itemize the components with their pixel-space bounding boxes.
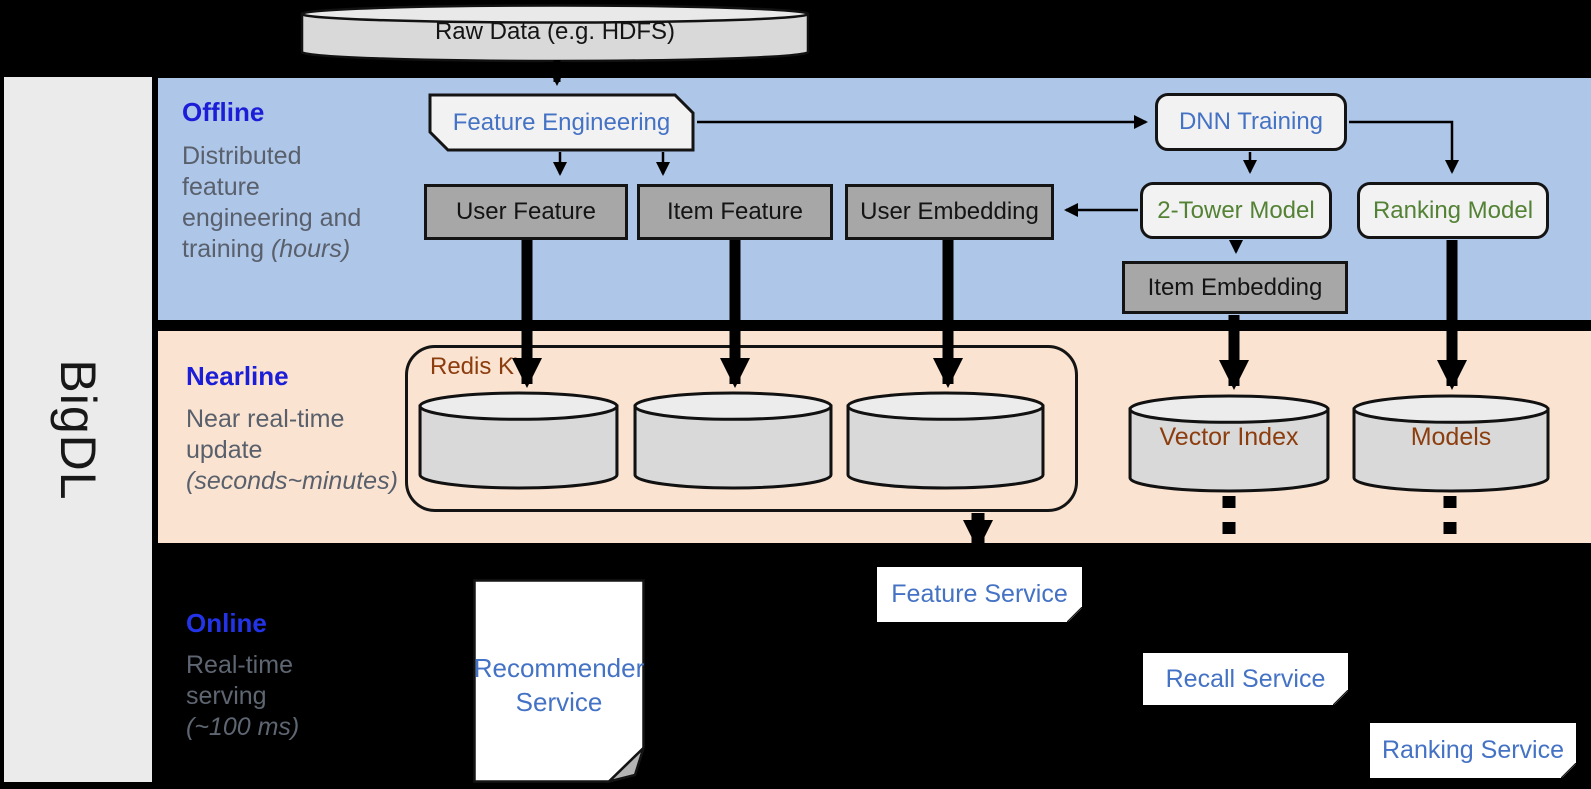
offline-desc-part-italic: (hours): [270, 235, 351, 263]
ranking-model-label: Ranking Model: [1372, 196, 1534, 224]
nearline-desc-line: update: [186, 436, 263, 464]
cylinder-shape: [846, 391, 1045, 490]
redis-cylinder-1: [417, 390, 620, 491]
dnn-training-label: DNN Training: [1178, 108, 1324, 135]
bigdl-side-bar: BigDL: [4, 77, 152, 782]
feature-service-label: Feature Service: [891, 580, 1068, 608]
cylinder-shape: [633, 391, 833, 490]
online-desc-line: serving: [186, 682, 267, 710]
offline-desc-line: feature: [182, 173, 260, 201]
item-feature-box: Item Feature: [637, 184, 833, 240]
user-embedding-box: User Embedding: [845, 184, 1054, 240]
cylinder-shape: [1128, 394, 1330, 493]
vector-index-label: Vector Index: [1159, 423, 1299, 452]
recall-service-label: Recall Service: [1165, 664, 1326, 693]
feature-service-box: Feature Service: [877, 567, 1082, 622]
user-embedding-label: User Embedding: [860, 198, 1039, 225]
online-lane-background: [158, 543, 1591, 789]
offline-desc-part: training: [182, 235, 271, 263]
recall-service-box: Recall Service: [1143, 653, 1348, 705]
two-tower-model-box: 2-Tower Model: [1140, 182, 1332, 239]
offline-desc-line: Distributed: [182, 142, 302, 170]
cylinder-shape: [300, 4, 810, 63]
user-feature-label: User Feature: [455, 198, 597, 225]
item-embedding-box: Item Embedding: [1122, 261, 1348, 314]
online-lane-text-wrap: Online Real-time serving (~100 ms): [158, 543, 1591, 789]
ranking-model-box: Ranking Model: [1357, 182, 1549, 239]
snip-corner-shape: [428, 93, 695, 152]
offline-desc-line: training (hours): [182, 234, 361, 265]
nearline-lane-title: Nearline: [186, 361, 289, 391]
bigdl-brand-label: BigDL: [50, 358, 106, 501]
ranking-service-label: Ranking Service: [1381, 736, 1565, 764]
item-feature-label: Item Feature: [666, 198, 804, 225]
online-lane-title: Online: [186, 608, 267, 638]
vector-index-cylinder: Vector Index: [1127, 393, 1331, 494]
offline-desc-line: engineering and: [182, 204, 362, 232]
cylinder-shape: [418, 391, 619, 490]
offline-lane-title: Offline: [182, 97, 265, 127]
online-desc-line-italic: (~100 ms): [186, 713, 300, 741]
document-shape: [473, 579, 645, 783]
dnn-training-box: DNN Training: [1155, 93, 1347, 151]
online-lane-description: Real-time serving (~100 ms): [186, 650, 299, 743]
models-cylinder: Models: [1351, 393, 1551, 494]
nearline-desc-line: Near real-time: [186, 405, 345, 433]
nearline-desc-line-italic: (seconds~minutes): [186, 467, 398, 495]
user-feature-box: User Feature: [424, 184, 628, 240]
raw-data-cylinder: Raw Data (e.g. HDFS): [300, 4, 810, 64]
nearline-lane-description: Near real-time update (seconds~minutes): [186, 404, 398, 497]
feature-engineering-box: Feature Engineering: [428, 93, 695, 152]
recommender-service-label: Recommender Service: [473, 653, 645, 717]
offline-lane-description: Distributed feature engineering and trai…: [182, 141, 361, 265]
two-tower-model-label: 2-Tower Model: [1157, 196, 1315, 224]
raw-data-label: Raw Data (e.g. HDFS): [434, 18, 676, 45]
redis-cylinder-3: [845, 390, 1046, 491]
redis-cylinder-2: [632, 390, 834, 491]
feature-engineering-label: Feature Engineering: [452, 108, 671, 136]
cylinder-shape: [1352, 394, 1550, 493]
ranking-service-box: Ranking Service: [1370, 723, 1576, 778]
models-label: Models: [1410, 423, 1492, 452]
recommender-service-document: Recommender Service: [473, 579, 645, 783]
item-embedding-label: Item Embedding: [1147, 273, 1323, 301]
online-desc-line: Real-time: [186, 651, 293, 679]
redis-kv-label: Redis KV: [430, 353, 531, 380]
